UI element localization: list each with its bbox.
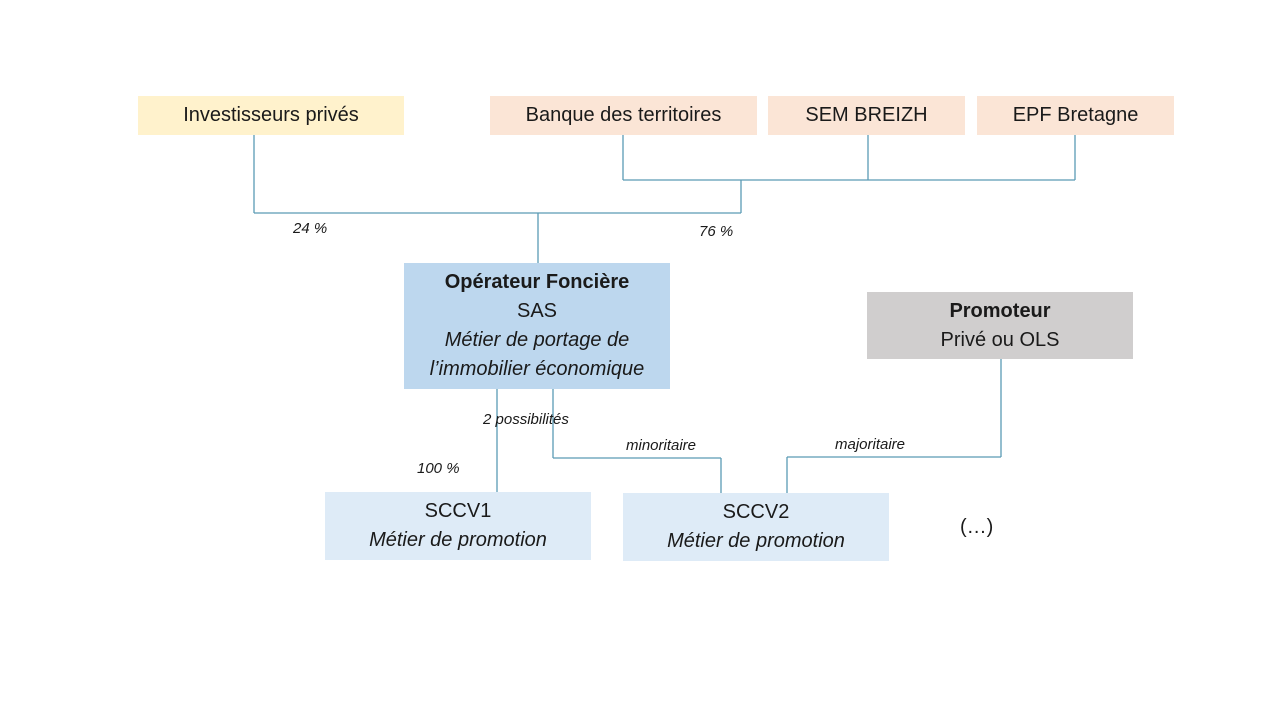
share-private-label: 24 % xyxy=(293,220,328,237)
box-banque-des-territoires: Banque des territoires xyxy=(490,96,757,135)
box-promoteur: Promoteur Privé ou OLS xyxy=(867,292,1133,359)
operateur-role-line1: Métier de portage de xyxy=(444,329,630,351)
box-epf-bretagne: EPF Bretagne xyxy=(977,96,1174,135)
majority-label: majoritaire xyxy=(835,436,906,453)
promoteur-subtitle: Privé ou OLS xyxy=(940,328,1060,351)
sccv2-role: Métier de promotion xyxy=(667,530,845,552)
sccv1-role: Métier de promotion xyxy=(369,529,547,551)
sem-breizh-label: SEM BREIZH xyxy=(805,104,928,126)
investisseurs-prives-label: Investisseurs privés xyxy=(183,104,359,126)
sccv2-title: SCCV2 xyxy=(722,501,790,523)
promoteur-title: Promoteur xyxy=(949,299,1051,322)
banque-des-territoires-label: Banque des territoires xyxy=(525,104,722,126)
operateur-title: Opérateur Foncière xyxy=(444,271,630,293)
box-sem-breizh: SEM BREIZH xyxy=(768,96,965,135)
sccv1-title: SCCV1 xyxy=(424,500,492,522)
minority-label: minoritaire xyxy=(626,437,697,454)
box-sccv2: SCCV2 Métier de promotion xyxy=(623,493,889,561)
possibilities-label: 2 possibilités xyxy=(483,411,569,428)
box-sccv1: SCCV1 Métier de promotion xyxy=(325,492,591,560)
epf-bretagne-label: EPF Bretagne xyxy=(1012,104,1139,126)
operateur-role-line2: l’immobilier économique xyxy=(429,358,645,380)
operateur-form: SAS xyxy=(516,300,558,322)
box-operateur-fonciere: Opérateur Foncière SAS Métier de portage… xyxy=(404,263,670,389)
full-share-label: 100 % xyxy=(417,460,460,477)
box-investisseurs-prives: Investisseurs privés xyxy=(138,96,404,135)
share-public-label: 76 % xyxy=(699,223,734,240)
more-ellipsis: (…) xyxy=(960,516,994,538)
